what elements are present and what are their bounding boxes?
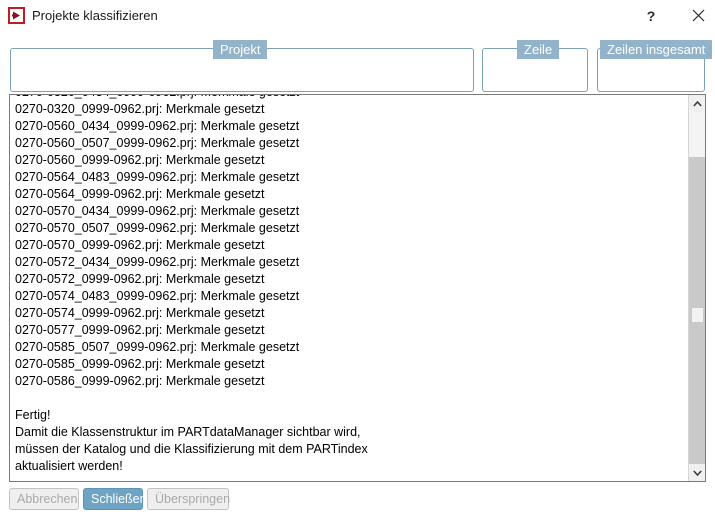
cancel-button[interactable]: Abbrechen [9,488,79,510]
chevron-up-icon [692,100,702,107]
zeilen-insgesamt-label: Zeilen insgesamt [600,40,713,59]
zeile-label: Zeile [517,40,560,59]
scroll-up-button[interactable] [689,95,705,112]
scrollbar-marker[interactable] [692,308,703,322]
skip-button[interactable]: Überspringen [147,488,230,510]
log-line: 0270-0564_0999-0962.prj: Merkmale gesetz… [15,187,265,201]
log-line: 0270-0585_0999-0962.prj: Merkmale gesetz… [15,357,265,371]
log-line: 0270-0570_0507_0999-0962.prj: Merkmale g… [15,221,300,235]
log-line [15,390,686,407]
log-line: 0270-0572_0434_0999-0962.prj: Merkmale g… [15,255,300,269]
log-line: 0270-0574_0483_0999-0962.prj: Merkmale g… [15,289,300,303]
log-line: Fertig! [15,408,51,422]
log-line: aktualisiert werden! [15,459,123,473]
log-line: 0270-0570_0999-0962.prj: Merkmale gesetz… [15,238,265,252]
log-line: 0270-0577_0999-0962.prj: Merkmale gesetz… [15,323,265,337]
close-dialog-button[interactable]: Schließen [83,488,147,510]
log-line: 0270-0586_0999-0962.prj: Merkmale gesetz… [15,374,265,388]
window-title: Projekte klassifizieren [32,8,158,23]
scroll-down-button[interactable] [689,464,705,481]
log-line: 0270-0560_0434_0999-0962.prj: Merkmale g… [15,119,300,133]
dialog-button-bar: Abbrechen Schließen Überspringen [0,488,715,521]
log-line: 0270-0560_0507_0999-0962.prj: Merkmale g… [15,136,300,150]
help-button[interactable]: ? [646,7,656,24]
app-icon [8,7,25,24]
log-line: Damit die Klassenstruktur im PARTdataMan… [15,425,361,439]
title-bar: Projekte klassifizieren ? [0,0,715,31]
log-text-viewport[interactable]: 0270-0320_0434_0999-0962.prj: Merkmale g… [10,95,688,481]
log-text: 0270-0320_0434_0999-0962.prj: Merkmale g… [15,95,686,475]
status-fields-row: Projekt Zeile Zeilen insgesamt [0,40,715,92]
log-line: 0270-0320_0434_0999-0962.prj: Merkmale g… [15,95,686,101]
chevron-down-icon [692,469,702,476]
log-line: 0270-0564_0483_0999-0962.prj: Merkmale g… [15,170,300,184]
scrollbar-thumb[interactable] [689,112,705,157]
log-line: 0270-0572_0999-0962.prj: Merkmale gesetz… [15,272,265,286]
log-line: 0270-0574_0999-0962.prj: Merkmale gesetz… [15,306,265,320]
log-output-panel: 0270-0320_0434_0999-0962.prj: Merkmale g… [9,94,706,482]
close-button[interactable] [681,0,715,31]
log-line: 0270-0585_0507_0999-0962.prj: Merkmale g… [15,340,300,354]
log-line: müssen der Katalog und die Klassifizieru… [15,442,368,456]
log-line: 0270-0560_0999-0962.prj: Merkmale gesetz… [15,153,265,167]
log-scrollbar[interactable] [688,95,705,481]
projekt-label: Projekt [213,40,268,59]
log-line: 0270-0320_0999-0962.prj: Merkmale gesetz… [15,102,265,116]
log-line: 0270-0570_0434_0999-0962.prj: Merkmale g… [15,204,300,218]
close-icon [692,9,704,22]
